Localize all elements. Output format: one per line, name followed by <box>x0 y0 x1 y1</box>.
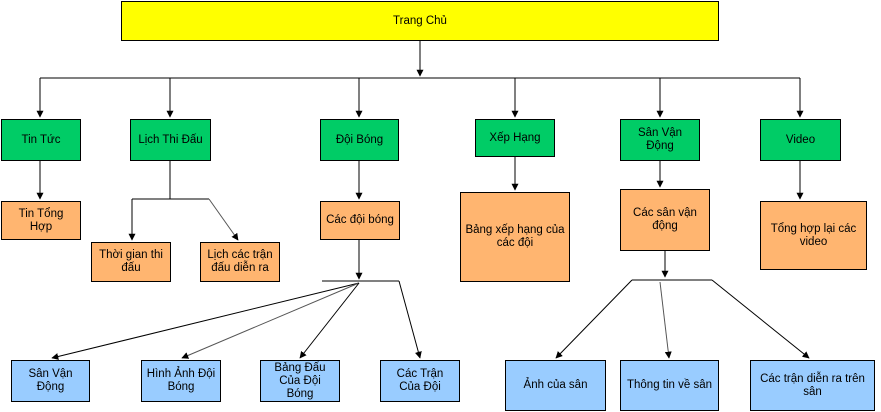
leaf-label: Bảng Đấu Của Đội Bóng <box>274 361 326 400</box>
leaf-node-cac-tran-cua-doi[interactable]: Các Trận Của Đội <box>380 360 460 402</box>
line-to-lich-cac-tran <box>208 198 239 241</box>
category-label: Tin Tức <box>21 133 61 146</box>
category-label: Video <box>785 133 816 146</box>
category-label: Lịch Thi Đấu <box>138 133 203 146</box>
line-to-leaf-thong-tin <box>659 281 672 359</box>
category-node-video[interactable]: Video <box>760 119 841 161</box>
leaf-label: Các trận diễn ra trên sân <box>760 372 865 398</box>
leaf-node-anh-cua-san[interactable]: Ảnh của sân <box>505 360 606 411</box>
category-node-tin-tuc[interactable]: Tin Tức <box>1 119 81 161</box>
leaf-label: Hình Ảnh Đội Bóng <box>146 368 216 393</box>
detail-label: Tổng hợp lại các video <box>770 222 857 248</box>
leaf-node-cac-tran-tren-san[interactable]: Các trận diễn ra trên sân <box>750 360 875 411</box>
root-label: Trang Chủ <box>393 14 447 27</box>
line-to-leaf-hinh-anh <box>181 282 360 359</box>
detail-node-lich-cac-tran[interactable]: Lịch các trận đấu diễn ra <box>200 242 280 282</box>
leaf-label: Sân Vận Động <box>28 368 73 393</box>
leaf-node-thong-tin-ve-san[interactable]: Thông tin về sân <box>620 360 719 411</box>
detail-node-cac-doi-bong[interactable]: Các đội bóng <box>320 201 400 240</box>
detail-label: Các sân vận động <box>633 207 697 232</box>
category-node-lich-thi-dau[interactable]: Lịch Thi Đấu <box>130 119 211 161</box>
detail-node-tin-tong-hop[interactable]: Tin Tổng Hợp <box>1 201 81 240</box>
line-to-leaf-bang-dau <box>299 282 360 359</box>
line-to-leaf-cac-tran <box>398 280 422 359</box>
line-to-leaf-san-van-dong <box>51 282 360 360</box>
category-node-xep-hang[interactable]: Xếp Hạng <box>475 119 555 157</box>
detail-node-tong-hop-video[interactable]: Tổng hợp lại các video <box>760 201 867 270</box>
leaf-node-hinh-anh-doi-bong[interactable]: Hình Ảnh Đội Bóng <box>141 360 221 402</box>
category-label: Đội Bóng <box>335 133 384 146</box>
leaf-node-bang-dau[interactable]: Bảng Đấu Của Đội Bóng <box>260 360 340 402</box>
detail-label: Lịch các trận đấu diễn ra <box>207 249 273 274</box>
detail-node-bang-xep-hang[interactable]: Bảng xếp hạng của các đội <box>460 192 570 282</box>
detail-label: Thời gian thi đấu <box>99 249 163 274</box>
leaf-node-san-van-dong[interactable]: Sân Vận Động <box>11 360 90 402</box>
leaf-label: Thông tin về sân <box>626 379 713 391</box>
detail-label: Tin Tổng Hợp <box>18 207 64 233</box>
detail-node-thoi-gian-thi-dau[interactable]: Thời gian thi đấu <box>91 242 171 282</box>
root-node-trang-chu[interactable]: Trang Chủ <box>121 1 719 41</box>
detail-label: Các đội bóng <box>326 214 394 226</box>
line-to-leaf-cac-tran-tren-san <box>711 279 810 359</box>
category-label: Sân Vận Động <box>637 127 683 152</box>
detail-node-cac-san-van-dong[interactable]: Các sân vận động <box>620 189 710 251</box>
category-node-san-van-dong[interactable]: Sân Vận Động <box>620 119 700 161</box>
category-node-doi-bong[interactable]: Đội Bóng <box>320 119 399 161</box>
category-label: Xếp Hạng <box>489 131 541 144</box>
detail-label: Bảng xếp hạng của các đội <box>465 224 565 249</box>
leaf-label: Các Trận Của Đội <box>396 368 444 393</box>
leaf-label: Ảnh của sân <box>523 379 588 391</box>
line-to-leaf-anh-san <box>555 279 633 359</box>
